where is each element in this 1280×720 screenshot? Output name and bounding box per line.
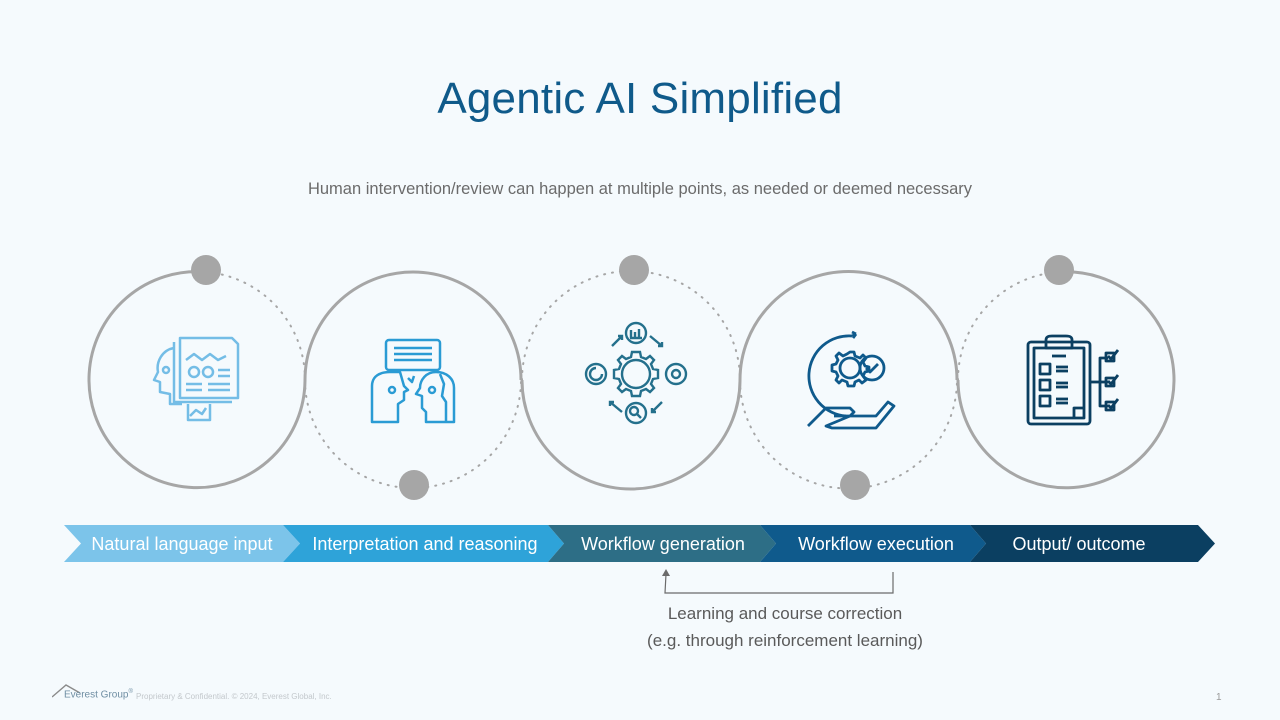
stage-label-workflow-execution: Workflow execution [798, 534, 954, 554]
human-robot-conversation-icon [370, 338, 456, 424]
feedback-loop-arrow [662, 569, 894, 594]
chevron-workflow-execution [760, 525, 986, 562]
clipboard-checklist-icon [1026, 334, 1120, 426]
stage-label-output: Output/ outcome [1012, 534, 1146, 554]
feedback-label-line1: Learning and course correction [667, 604, 903, 623]
intervention-dot [1044, 255, 1074, 285]
dotted-arcs [205, 270, 1060, 490]
logo-registered-mark: ® [128, 689, 133, 695]
stage-chevrons [64, 525, 1215, 562]
human-head-document-icon [152, 336, 240, 422]
feedback-label-line2: (e.g. through reinforcement learning) [647, 631, 923, 650]
gear-cycle-icon [584, 321, 688, 425]
chevron-workflow-generation [548, 525, 776, 562]
intervention-dot [191, 255, 221, 285]
chevron-natural-language-input [64, 525, 300, 562]
slide-title: Agentic AI Simplified [437, 74, 843, 123]
copyright-notice: Proprietary & Confidential. © 2024, Ever… [136, 692, 332, 701]
intervention-dot [840, 470, 870, 500]
logo-text: Everest Group [64, 689, 129, 701]
stage-label-interpretation: Interpretation and reasoning [312, 534, 538, 554]
intervention-dot [619, 255, 649, 285]
slide-subtitle: Human intervention/review can happen at … [307, 180, 973, 198]
intervention-points [191, 255, 1074, 500]
chevron-output [970, 525, 1215, 562]
stage-label-natural-language-input: Natural language input [91, 534, 273, 554]
logo-roof-icon [52, 684, 81, 698]
hand-gear-check-icon [807, 330, 896, 430]
chevron-interpretation [283, 525, 564, 562]
intervention-dot [399, 470, 429, 500]
solid-arcs [87, 270, 1176, 491]
stage-label-workflow-generation: Workflow generation [581, 534, 745, 554]
page-number: 1 [1216, 692, 1222, 703]
